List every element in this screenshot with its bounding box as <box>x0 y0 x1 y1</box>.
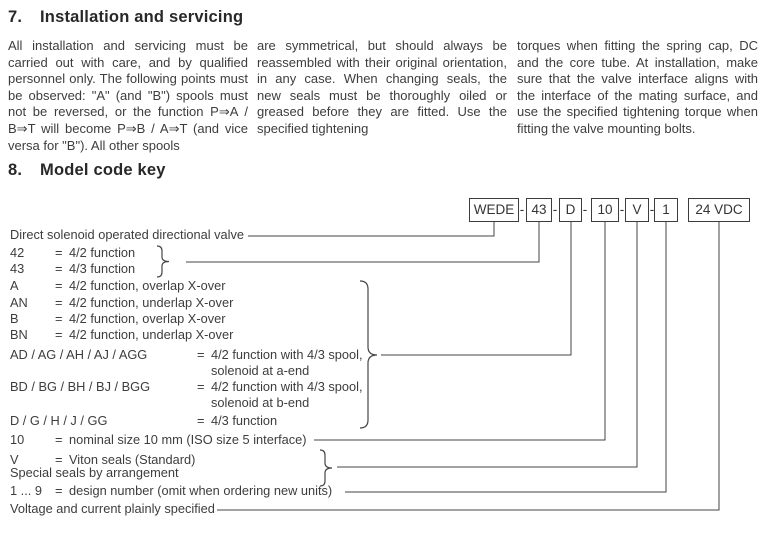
row-desc: nominal size 10 mm (ISO size 5 interface… <box>69 432 307 447</box>
model-code-row-bn: BN = 4/2 function, underlap X-over <box>10 327 233 343</box>
model-code-row-d-group: D / G / H / J / GG = 4/3 function <box>10 413 277 429</box>
row-code: 1 ... 9 <box>10 483 43 498</box>
line-to-1-box <box>345 222 667 493</box>
row-eq: = <box>55 327 63 342</box>
code-box-wede: WEDE <box>469 198 519 222</box>
line-to-v-box <box>337 222 638 468</box>
row-eq: = <box>55 432 63 447</box>
row-code: V <box>10 452 19 467</box>
model-code-row-special-seals: Special seals by arrangement <box>10 465 179 481</box>
row-eq: = <box>197 347 205 362</box>
row-code: 43 <box>10 261 25 276</box>
row-code: B <box>10 311 19 326</box>
model-code-row-b: B = 4/2 function, overlap X-over <box>10 311 226 327</box>
line-to-d-box <box>381 222 572 356</box>
code-separator: - <box>619 202 625 217</box>
row-eq: = <box>55 311 63 326</box>
row-desc: Viton seals (Standard) <box>69 452 196 467</box>
model-code-row-design-number: 1 ... 9 = design number (omit when orderin… <box>10 483 332 499</box>
row-desc: 4/2 function, overlap X-over <box>69 278 226 293</box>
row-eq: = <box>55 295 63 310</box>
model-code-row-bd-group: BD / BG / BH / BJ / BGG = 4/2 function wit… <box>10 379 363 411</box>
section8-title: Model code key <box>40 161 166 179</box>
code-box-v: V <box>625 198 649 222</box>
code-box-1: 1 <box>654 198 678 222</box>
model-code-row-42: 42 = 4/2 function <box>10 245 135 261</box>
row-label: Direct solenoid operated directional val… <box>10 227 245 242</box>
row-code: 42 <box>10 245 25 260</box>
row-eq: = <box>55 261 63 276</box>
section7-column-1: All installation and servicing must be c… <box>8 38 248 153</box>
row-label: Special seals by arrangement <box>10 465 179 480</box>
model-code-row-10: 10 = nominal size 10 mm (ISO size 5 interf… <box>10 432 307 448</box>
row-desc: 4/2 function, underlap X-over <box>69 327 234 342</box>
code-separator: - <box>552 202 558 217</box>
code-box-43: 43 <box>526 198 552 222</box>
section7-column-2: are symmetrical, but should always be re… <box>257 38 507 136</box>
row-desc: design number (omit when ordering new un… <box>69 483 333 498</box>
row-desc: 4/2 function <box>69 245 136 260</box>
row-eq: = <box>55 452 63 467</box>
code-separator: - <box>519 202 525 217</box>
row-eq: = <box>55 483 63 498</box>
section7-column-3: torques when fitting the spring cap, DC … <box>517 38 758 136</box>
row-label: Voltage and current plainly specified <box>10 501 215 516</box>
section8-number: 8. <box>8 161 23 179</box>
code-box-24vdc: 24 VDC <box>688 198 750 222</box>
row-eq: = <box>55 245 63 260</box>
row-eq: = <box>197 379 205 394</box>
section7-title: Installation and servicing <box>40 8 244 26</box>
code-separator: - <box>582 202 588 217</box>
code-box-10: 10 <box>591 198 619 222</box>
row-desc-line2: solenoid at a-end <box>211 363 310 378</box>
row-eq: = <box>55 278 63 293</box>
row-code: A <box>10 278 19 293</box>
row-desc: 4/2 function with 4/3 spool, <box>211 379 363 394</box>
curly-brace-42-43 <box>156 245 170 278</box>
row-code: AD / AG / AH / AJ / AGG <box>10 347 148 362</box>
line-to-wede-box <box>248 222 495 237</box>
row-code: BD / BG / BH / BJ / BGG <box>10 379 151 394</box>
model-code-row-voltage: Voltage and current plainly specified <box>10 501 215 517</box>
code-box-d: D <box>559 198 582 222</box>
row-desc-line2: solenoid at b-end <box>211 395 310 410</box>
model-code-row-ad-group: AD / AG / AH / AJ / AGG = 4/2 function wit… <box>10 347 363 379</box>
row-desc: 4/2 function, underlap X-over <box>69 295 234 310</box>
row-desc: 4/2 function with 4/3 spool, <box>211 347 363 362</box>
row-code: 10 <box>10 432 25 447</box>
section8-heading: 8. Model code key <box>8 161 166 180</box>
row-eq: = <box>197 413 205 428</box>
model-code-row-a: A = 4/2 function, overlap X-over <box>10 278 226 294</box>
model-code-row-an: AN = 4/2 function, underlap X-over <box>10 295 233 311</box>
model-code-row-valve: Direct solenoid operated directional val… <box>10 227 244 243</box>
row-desc: 4/2 function, overlap X-over <box>69 311 226 326</box>
model-code-row-v: V = Viton seals (Standard) <box>10 452 195 468</box>
row-desc: 4/3 function <box>211 413 278 428</box>
section7-heading: 7. Installation and servicing <box>8 8 243 27</box>
curly-brace-seals <box>319 449 333 487</box>
row-code: AN <box>10 295 28 310</box>
curly-brace-spool-group <box>359 280 378 429</box>
row-desc: 4/3 function <box>69 261 136 276</box>
model-code-row-43: 43 = 4/3 function <box>10 261 135 277</box>
section7-number: 7. <box>8 8 23 26</box>
row-code: D / G / H / J / GG <box>10 413 108 428</box>
row-code: BN <box>10 327 28 342</box>
code-separator: - <box>649 202 655 217</box>
